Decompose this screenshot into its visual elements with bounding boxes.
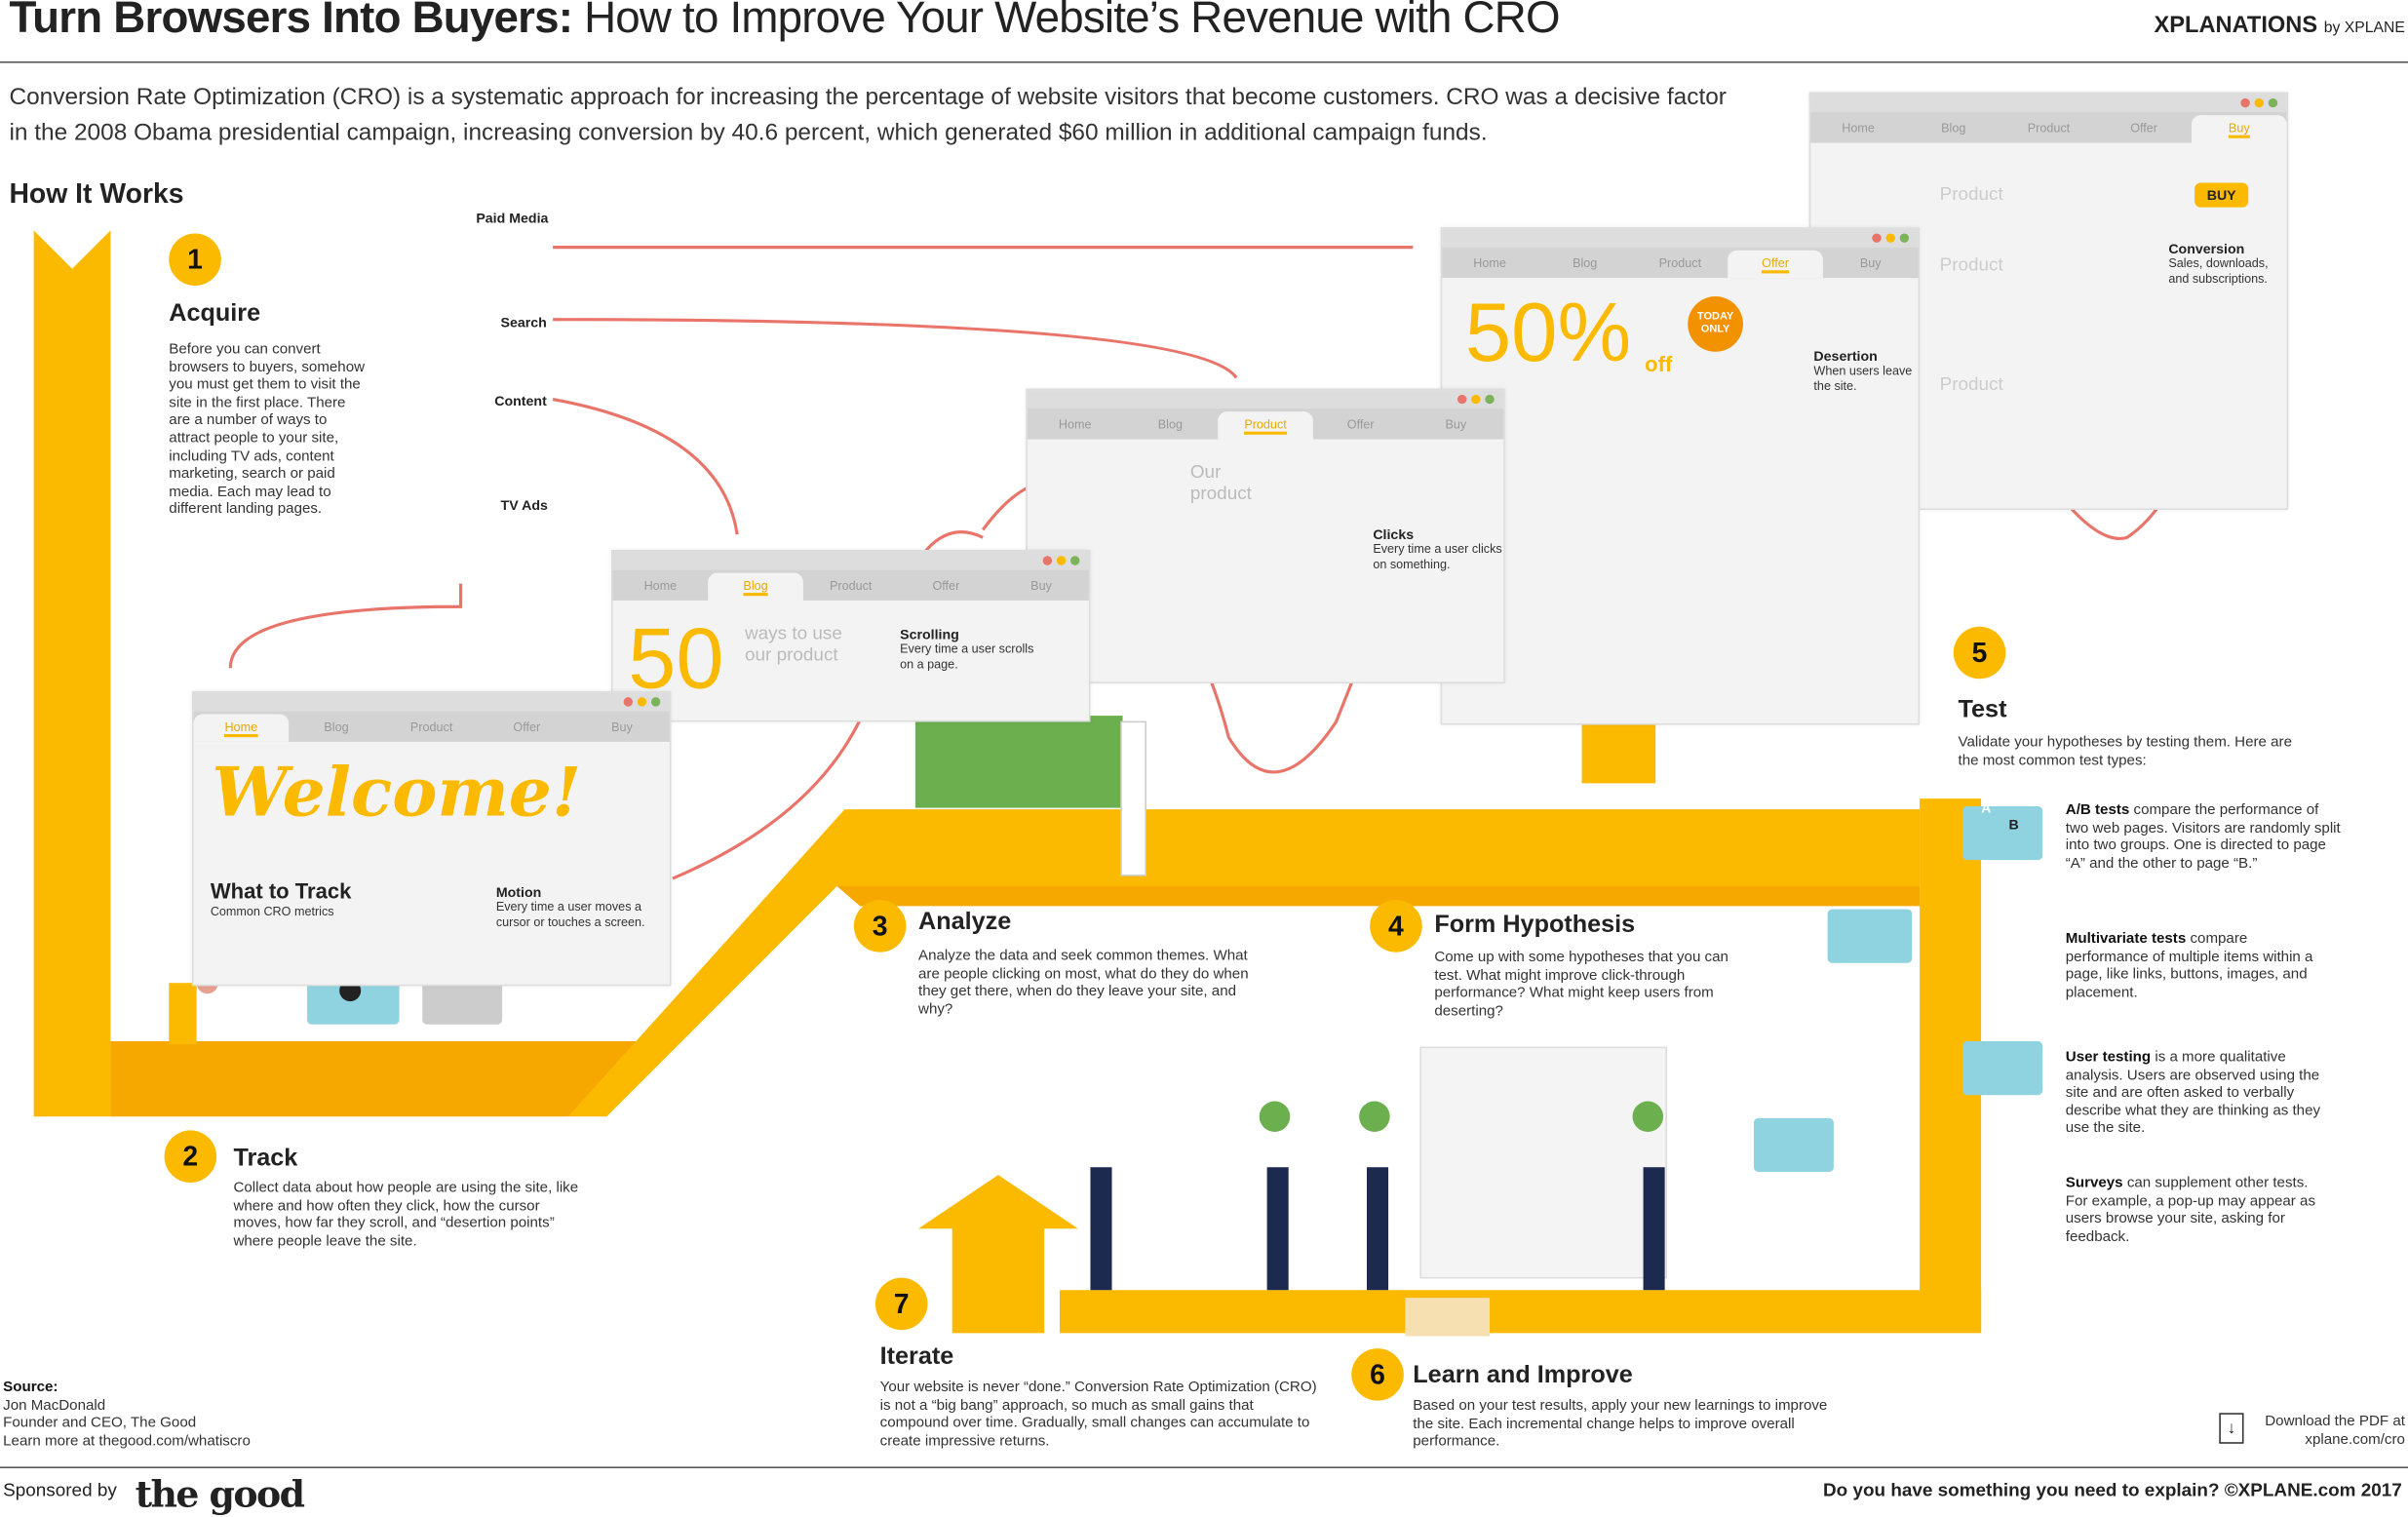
ab-label-b: B: [2008, 817, 2019, 833]
channel-paid-media: Paid Media: [476, 210, 549, 226]
left-yellow-arrow: [33, 230, 111, 1117]
analysis-board: [914, 716, 1123, 808]
channel-tv-ads: TV Ads: [500, 497, 548, 514]
step-7-body: Your website is never “done.” Conversion…: [879, 1379, 1317, 1450]
sponsor-logo: the good: [135, 1471, 305, 1516]
download-icon[interactable]: ↓: [2219, 1413, 2244, 1444]
test-user-testing: User testing is a more qualitative analy…: [2065, 1048, 2321, 1138]
step-5-body: Validate your hypotheses by testing them…: [1958, 733, 2292, 769]
step-3-body: Analyze the data and seek common themes.…: [918, 947, 1249, 1019]
test-surveys: Surveys can supplement other tests. For …: [2065, 1175, 2316, 1246]
step-1-body: Before you can convert browsers to buyer…: [169, 340, 366, 519]
step-2-badge: 2: [164, 1130, 217, 1183]
test-multivariate: Multivariate tests compare performance o…: [2065, 930, 2313, 1001]
step-6-badge: 6: [1351, 1348, 1404, 1401]
header-divider: [0, 61, 2408, 63]
metrics-title: What to Track: [210, 878, 352, 904]
today-only-badge: TODAY ONLY: [1688, 296, 1743, 352]
learn-floor: [1059, 1290, 1982, 1334]
intro-text: Conversion Rate Optimization (CRO) is a …: [9, 84, 1727, 146]
section-title: How It Works: [9, 177, 184, 210]
channel-content: Content: [494, 393, 547, 409]
test-band: [1920, 798, 1982, 1332]
ab-label-a: A: [1981, 799, 1992, 816]
step-3-title: Analyze: [918, 909, 1012, 936]
step-3-badge: 3: [853, 900, 907, 953]
footer-tagline: Do you have something you need to explai…: [1823, 1479, 2402, 1501]
step-1-badge: 1: [169, 233, 221, 287]
analyze-floor-edge: [836, 885, 1921, 907]
step-6-body: Based on your test results, apply your n…: [1413, 1397, 1828, 1451]
step-1-title: Acquire: [169, 300, 261, 328]
step-5-badge: 5: [1953, 626, 2006, 680]
step-7-title: Iterate: [879, 1343, 954, 1371]
step-4-badge: 4: [1370, 900, 1422, 953]
metrics-subtitle: Common CRO metrics: [210, 904, 334, 919]
step-5-title: Test: [1958, 697, 2007, 723]
step-7-badge: 7: [874, 1277, 928, 1331]
page-title: Turn Browsers Into Buyers: How to Improv…: [9, 0, 1560, 44]
track-floor: [110, 1041, 677, 1117]
step-4-body: Come up with some hypotheses that you ca…: [1434, 949, 1728, 1020]
step-2-body: Collect data about how people are using …: [233, 1179, 579, 1250]
iterate-arrow: [918, 1175, 1078, 1334]
step-6-title: Learn and Improve: [1413, 1362, 1633, 1389]
step-4-title: Form Hypothesis: [1434, 912, 1636, 939]
sponsored-label: Sponsored by: [3, 1479, 117, 1501]
channel-search: Search: [500, 314, 547, 331]
buy-button: BUY: [2194, 182, 2249, 208]
step-2-title: Track: [233, 1146, 298, 1172]
test-ab: A/B tests compare the performance of two…: [2065, 801, 2341, 873]
xplane-logo: XPLANATIONS by XPLANE: [2154, 12, 2405, 39]
footer-divider: [0, 1466, 2408, 1468]
